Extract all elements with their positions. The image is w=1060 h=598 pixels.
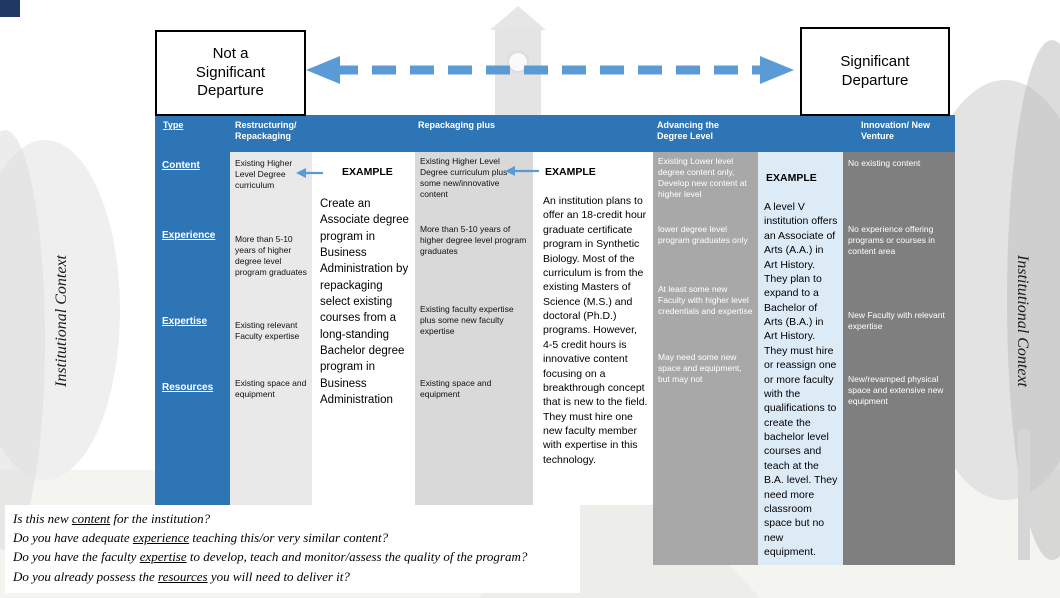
cell-restructuring-experience: More than 5-10 years of higher degree le… — [235, 234, 307, 277]
column-repackaging-plus: Existing Higher Level Degree curriculum … — [415, 152, 533, 505]
slide-corner-mark — [0, 0, 20, 17]
example-3-heading: EXAMPLE — [766, 172, 817, 184]
row-label-content: Content — [162, 160, 200, 171]
cell-repackaging-plus-expertise: Existing faculty expertise plus some new… — [420, 304, 514, 336]
significant-departure-box: Significant Departure — [800, 27, 950, 116]
cell-repackaging-plus-resources: Existing space and equipment — [420, 378, 492, 399]
cell-advancing-experience: lower degree level program graduates onl… — [658, 224, 748, 245]
table-header-bar: Type Restructuring/ Repackaging Repackag… — [155, 115, 955, 152]
not-significant-departure-label: Not a Significant Departure — [195, 44, 266, 100]
example-2-heading: EXAMPLE — [545, 166, 596, 178]
cell-advancing-content: Existing Lower level degree content only… — [658, 156, 747, 199]
header-type: Type — [163, 120, 184, 130]
header-restructuring-repackaging: Restructuring/ Repackaging — [235, 120, 297, 141]
example-3-text: A level V institution offers an Associat… — [764, 201, 838, 558]
cell-repackaging-plus-experience: More than 5-10 years of higher degree le… — [420, 224, 527, 256]
column-advancing-degree-level: Existing Lower level degree content only… — [653, 152, 758, 565]
guiding-questions-box: Is this new content for the institution?… — [5, 505, 580, 593]
example-repackaging-plus: EXAMPLE An institution plans to offer an… — [533, 152, 653, 505]
row-label-experience: Experience — [162, 230, 216, 241]
question-content: Is this new content for the institution? — [13, 511, 211, 526]
significant-departure-label: Significant Departure — [840, 52, 910, 89]
example-1-pointer-arrow-icon — [296, 168, 323, 178]
cell-restructuring-resources: Existing space and equipment — [235, 378, 307, 399]
cell-advancing-resources: May need some new space and equipment, b… — [658, 352, 742, 384]
institutional-context-label-right: Institutional Context — [1014, 255, 1031, 387]
question-resources: Do you already possess the resources you… — [13, 568, 350, 584]
header-innovation-new-venture: Innovation/ New Venture — [861, 120, 931, 141]
cell-restructuring-expertise: Existing relevant Faculty expertise — [235, 320, 300, 341]
header-repackaging-plus: Repackaging plus — [418, 120, 496, 130]
cell-innovation-content: No existing content — [848, 158, 921, 168]
cell-innovation-expertise: New Faculty with relevant expertise — [848, 310, 945, 331]
column-innovation-new-venture: No existing content No experience offeri… — [843, 152, 955, 565]
example-2-text: An institution plans to offer an 18-cred… — [543, 195, 648, 466]
not-significant-departure-box: Not a Significant Departure — [155, 30, 306, 116]
header-advancing-degree-level: Advancing the Degree Level — [657, 120, 720, 141]
continuum-double-arrow-icon — [306, 56, 794, 84]
example-2-pointer-arrow-icon — [505, 166, 539, 176]
cell-repackaging-plus-content: Existing Higher Level Degree curriculum … — [420, 156, 508, 199]
cell-advancing-expertise: At least some new Faculty with higher le… — [658, 284, 753, 316]
row-label-column: Content Experience Expertise Resources — [155, 152, 230, 505]
institutional-context-label-left: Institutional Context — [53, 255, 70, 387]
example-restructuring: EXAMPLE Create an Associate degree progr… — [312, 152, 415, 505]
cell-restructuring-content: Existing Higher Level Degree curriculum — [235, 158, 293, 190]
column-restructuring-repackaging: Existing Higher Level Degree curriculum … — [230, 152, 312, 505]
question-experience: Do you have adequate experience teaching… — [13, 530, 389, 546]
example-1-text: Create an Associate degree program in Bu… — [320, 198, 409, 406]
example-advancing-degree-level: EXAMPLE A level V institution offers an … — [758, 152, 843, 565]
cell-innovation-experience: No experience offering programs or cours… — [848, 224, 935, 256]
row-label-expertise: Expertise — [162, 316, 208, 327]
row-label-resources: Resources — [162, 382, 214, 393]
cell-innovation-resources: New/revamped physical space and extensiv… — [848, 374, 944, 406]
example-1-heading: EXAMPLE — [342, 166, 393, 178]
question-expertise: Do you have the faculty expertise to dev… — [13, 549, 528, 565]
